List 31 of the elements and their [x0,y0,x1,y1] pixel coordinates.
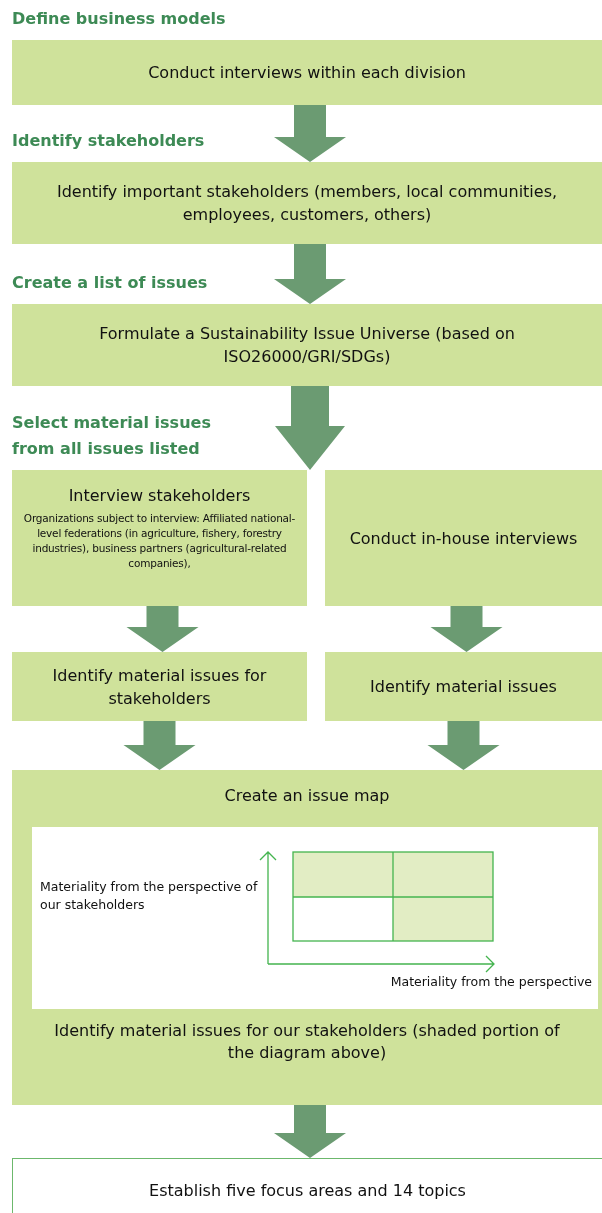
step-text: Identify material issues [369,676,558,698]
step-title: Create an issue map [223,785,391,807]
step-text: Conduct interviews within each division [148,62,466,84]
block-arrow [274,244,346,304]
step-text: Formulate a Sustainability Issue Universe (based on ISO26000/GRI/SDGs) [98,323,516,368]
axis-label: Materiality from the perspective [389,973,592,991]
axis-label: Materiality from the perspective of our stakeholders [40,878,259,914]
section-heading: Define business models [12,8,226,30]
section-heading: Create a list of issues [12,272,208,294]
step-note: Organizations subject to interview: Affiliated national-level federations (in agriculture, fishery, forestry industries), business partners (agricultural-related companies), [22,511,297,571]
process-box [12,470,307,606]
block-arrow [427,721,500,770]
step-text: Identify material issues for our stakeholders (shaded portion of the diagram above) [53,1020,561,1064]
step-text: Identify important stakeholders (members, local communities, employees, customers, others) [55,181,559,226]
result-box [12,1158,602,1213]
step-text: Establish five focus areas and 14 topics [148,1179,467,1202]
block-arrow [126,606,199,652]
block-arrow [123,721,196,770]
section-heading: Select material issues from all issues listed [12,412,212,460]
process-box [12,652,307,721]
process-box [325,652,602,721]
block-arrow [274,1105,346,1158]
block-arrow [275,386,345,470]
block-arrow [430,606,503,652]
block-arrow [274,105,346,162]
step-text: Identify material issues for stakeholders [51,664,268,710]
step-title: Interview stakeholders [68,485,251,507]
process-box [12,770,602,1105]
process-box [325,470,602,606]
section-heading: Identify stakeholders [12,130,205,152]
step-text: Conduct in-house interviews [348,527,579,550]
